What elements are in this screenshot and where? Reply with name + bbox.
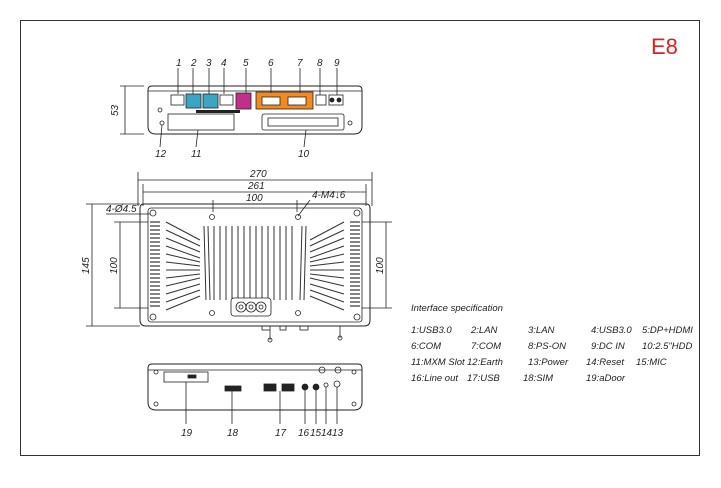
rear-view <box>147 363 363 424</box>
spec-item: 5:DP+HDMI <box>642 325 693 336</box>
spec-item: 15:MIC <box>636 357 667 368</box>
front-callout-5: 5 <box>243 58 249 69</box>
drawing-frame <box>20 20 700 456</box>
ps-on-port <box>315 94 327 106</box>
spec-item: 12:Earth <box>467 357 503 368</box>
screw-left-dim: 4-Ø4.5 <box>106 204 137 215</box>
spec-item: 10:2.5"HDD <box>642 341 693 352</box>
heatsink-fins-right <box>350 221 360 307</box>
front-callout-11: 11 <box>191 149 201 160</box>
spec-item: 9:DC IN <box>591 341 625 352</box>
power-button <box>333 380 341 388</box>
mxm-slot <box>167 113 235 131</box>
rear-callout-18: 18 <box>227 428 239 439</box>
sim-slot <box>224 385 242 392</box>
usb-port-1 <box>170 94 185 106</box>
front-callout-6: 6 <box>268 58 274 69</box>
spec-item: 2:LAN <box>471 325 498 336</box>
front-callout-7: 7 <box>297 58 303 69</box>
dc-in-port <box>328 94 344 106</box>
expansion-plate-label <box>196 110 240 113</box>
spec-item: 8:PS-ON <box>528 341 567 352</box>
heatsink-fins-diagonal <box>165 221 345 311</box>
front-view <box>120 68 363 148</box>
aDoor <box>163 371 209 383</box>
line-out-jack <box>301 383 309 391</box>
screw-right-dim: 4-M4↓6 <box>312 190 346 201</box>
spec-item: 16:Line out <box>411 373 459 384</box>
height-outer-dim: 145 <box>81 257 92 274</box>
spec-item: 17:USB <box>467 373 500 384</box>
front-callout-2: 2 <box>190 58 197 69</box>
spec-item: 7:COM <box>471 341 502 352</box>
height-left-dim: 100 <box>109 257 120 274</box>
width-inner-dim: 261 <box>247 181 265 192</box>
front-callout-10: 10 <box>298 149 310 160</box>
rear-callout-14: 14 <box>321 428 333 439</box>
mic-jack <box>312 383 320 391</box>
spec-item: 14:Reset <box>586 357 625 368</box>
front-callout-9: 9 <box>334 58 340 69</box>
spec-item: 4:USB3.0 <box>591 325 632 336</box>
rear-callout-16: 16 <box>298 428 310 439</box>
rear-callout-15: 15 <box>310 428 322 439</box>
rear-callout-13: 13 <box>332 428 344 439</box>
front-callout-1: 1 <box>176 58 182 69</box>
earth-screw <box>159 120 165 126</box>
lan-port-3 <box>202 93 219 109</box>
front-callout-3: 3 <box>206 58 212 69</box>
lan-port-2 <box>185 93 202 109</box>
spec-item: 6:COM <box>411 341 442 352</box>
rear-callout-19: 19 <box>181 428 193 439</box>
hdd-bay <box>261 113 345 131</box>
top-view <box>86 172 392 343</box>
usb-port-17a <box>263 383 277 392</box>
spec-item: 19:aDoor <box>586 373 626 384</box>
height-right-dim: 100 <box>375 257 386 274</box>
spec-heading: Interface specification <box>411 303 503 314</box>
front-height-dim: 53 <box>110 104 121 116</box>
spec-item: 18:SIM <box>523 373 554 384</box>
front-callout-4: 4 <box>221 58 227 69</box>
width-center-dim: 100 <box>246 193 263 204</box>
spec-item: 11:MXM Slot <box>411 357 465 368</box>
heatsink-fins-center <box>203 225 307 301</box>
rear-callout-17: 17 <box>275 428 287 439</box>
dp-hdmi-port <box>235 92 252 110</box>
spec-item: 1:USB3.0 <box>411 325 452 336</box>
model-badge: E8 <box>651 34 678 59</box>
usb-port-17b <box>281 383 295 392</box>
width-outer-dim: 270 <box>249 169 267 180</box>
front-callout-8: 8 <box>317 58 323 69</box>
spec-item: 3:LAN <box>528 325 555 336</box>
spec-item: 13:Power <box>528 357 569 368</box>
reset-button <box>323 382 329 388</box>
heatsink-fins-left <box>150 221 160 307</box>
usb-port-4 <box>219 94 234 106</box>
front-callout-12: 12 <box>155 149 167 160</box>
